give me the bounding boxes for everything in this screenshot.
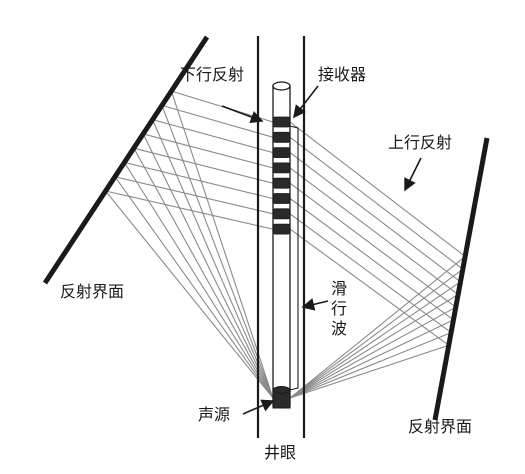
downgoing-ray-in-4 (142, 133, 274, 399)
receiver-6 (272, 193, 291, 204)
downgoing-leader-arrow (221, 105, 264, 124)
upgoing-ray-in-7 (289, 332, 452, 399)
downgoing-ray-out-4 (143, 133, 274, 169)
upgoing-ray-out-2 (289, 136, 464, 270)
source-top (272, 386, 291, 394)
receiver-2 (272, 131, 291, 143)
receiver-7 (272, 208, 291, 220)
upgoing-ray-out-7 (289, 213, 452, 334)
right-interface-label: 反射界面 (408, 417, 472, 436)
receiver-label: 接收器 (318, 65, 366, 84)
downgoing-ray-in-2 (161, 105, 274, 399)
downgoing-ray-out-2 (161, 104, 274, 138)
acoustic-source (272, 386, 291, 409)
receiver-array (272, 116, 291, 235)
downgoing-ray-out-8 (105, 190, 274, 230)
sliding-wave-label-2: 行 (331, 299, 347, 318)
borehole-label: 井眼 (264, 443, 296, 462)
upgoing-ray-out-5 (289, 182, 457, 308)
downgoing-ray-in-6 (123, 162, 274, 399)
downgoing-ray-out-7 (114, 176, 274, 215)
upgoing-ray-in-6 (289, 319, 454, 399)
sliding-wave-label-3: 波 (331, 319, 347, 338)
upgoing-leader-arrow (404, 157, 422, 192)
upgoing-ray-out-1 (289, 121, 466, 257)
upgoing-reflection-label: 上行反射 (388, 133, 452, 152)
upgoing-ray-in-2 (289, 268, 464, 399)
upgoing-ray-in-3 (289, 281, 461, 399)
sliding-wave-path (289, 125, 299, 391)
downgoing-ray-in-8 (105, 190, 274, 399)
downgoing-ray-in-5 (133, 147, 274, 399)
receiver-3 (272, 147, 291, 159)
downgoing-ray-in-1 (170, 90, 274, 399)
receiver-5 (272, 177, 291, 189)
downgoing-reflection-label: 下行反射 (180, 65, 244, 84)
upgoing-ray-in-4 (289, 294, 459, 399)
downgoing-ray-in-3 (152, 119, 274, 399)
upgoing-ray-out-4 (289, 167, 459, 295)
upgoing-ray-out-3 (289, 152, 461, 283)
downgoing-ray-in-7 (114, 176, 274, 399)
downgoing-ray-out-5 (133, 147, 274, 184)
receiver-1 (272, 116, 291, 128)
sliding-wave-label-1: 滑 (331, 279, 347, 298)
upgoing-ray-out-8 (289, 228, 450, 346)
downgoing-ray-out-3 (152, 119, 274, 154)
receiver-4 (272, 162, 291, 174)
ray-paths (105, 90, 466, 399)
receiver-8 (272, 223, 291, 235)
tool-top-cap (272, 81, 291, 91)
sliding-wave-leader-arrow (301, 298, 329, 311)
upgoing-ray-out-6 (289, 198, 454, 321)
downgoing-ray-out-6 (124, 161, 274, 200)
logging-tool (272, 81, 291, 407)
upgoing-ray-in-1 (289, 256, 466, 399)
right-reflector-line (432, 137, 490, 421)
source-label: 声源 (198, 405, 230, 424)
left-reflector-line (42, 35, 210, 285)
left-interface-label: 反射界面 (60, 282, 124, 301)
upgoing-ray-in-8 (289, 344, 449, 399)
source-leader-arrow (242, 399, 275, 415)
upgoing-ray-in-5 (289, 306, 457, 399)
receiver-leader-arrow (293, 85, 319, 119)
